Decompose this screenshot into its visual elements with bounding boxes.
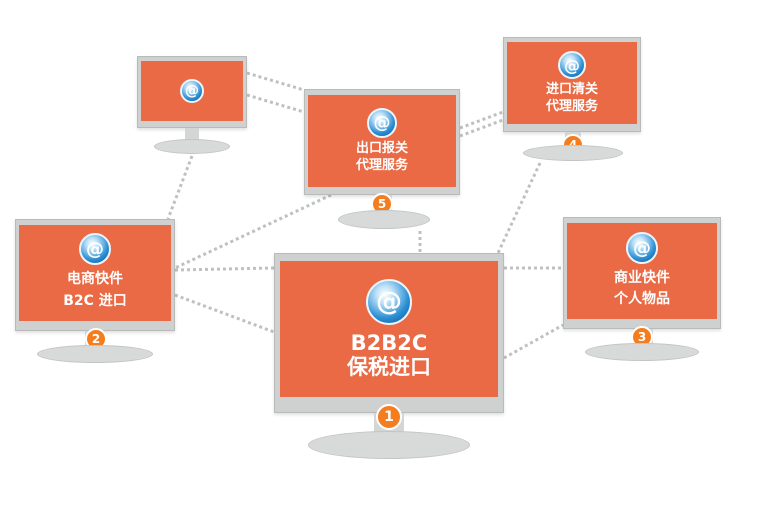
node-label-line-2: 代理服务 (545, 98, 598, 114)
node-label-line-1: 商业快件 (614, 270, 670, 286)
connection-line (459, 110, 504, 130)
node-label-line-2: B2C 进口 (63, 293, 127, 309)
screen: @ 商业快件 个人物品 (567, 223, 717, 319)
connection-line (459, 118, 504, 138)
monitor-import-customs: @ 进口清关 代理服务 4 (503, 37, 641, 163)
screen: @ (141, 61, 243, 121)
monitor-plain: @ (137, 56, 247, 156)
connection-line (246, 71, 305, 92)
node-label-line-1: 出口报关 (355, 141, 408, 157)
connection-line (246, 93, 305, 114)
connection-line (503, 323, 564, 360)
node-label-line-1: 电商快件 (67, 271, 123, 288)
node-label-line-2: 保税进口 (347, 355, 431, 379)
at-sign-icon: @ (626, 232, 658, 264)
screen: @ B2B2C 保税进口 (280, 261, 498, 397)
node-label-line-1: B2B2C (350, 330, 428, 355)
connection-line (174, 293, 275, 334)
screen: @ 电商快件 B2C 进口 (19, 225, 171, 321)
screen: @ 进口清关 代理服务 (507, 42, 637, 124)
monitor-b2b2c-bonded: @ B2B2C 保税进口 1 (274, 253, 504, 463)
connection-line (174, 193, 332, 270)
at-sign-icon: @ (366, 278, 412, 325)
node-label-line-2: 个人物品 (614, 291, 670, 307)
node-number-badge: 1 (376, 404, 402, 430)
at-sign-icon: @ (367, 108, 397, 139)
at-sign-icon: @ (180, 79, 204, 103)
connection-line (174, 266, 275, 272)
monitor-export-customs: @ 出口报关 代理服务 5 (304, 89, 460, 231)
node-label-line-2: 代理服务 (355, 157, 408, 173)
at-sign-icon: @ (558, 51, 586, 80)
monitor-commercial-express: @ 商业快件 个人物品 3 (563, 217, 721, 365)
at-sign-icon: @ (79, 233, 111, 266)
monitor-b2c-import: @ 电商快件 B2C 进口 2 (15, 219, 175, 365)
node-label-line-1: 进口清关 (545, 82, 598, 98)
connection-line (496, 162, 542, 254)
connection-line (166, 155, 194, 220)
screen: @ 出口报关 代理服务 (308, 95, 456, 187)
